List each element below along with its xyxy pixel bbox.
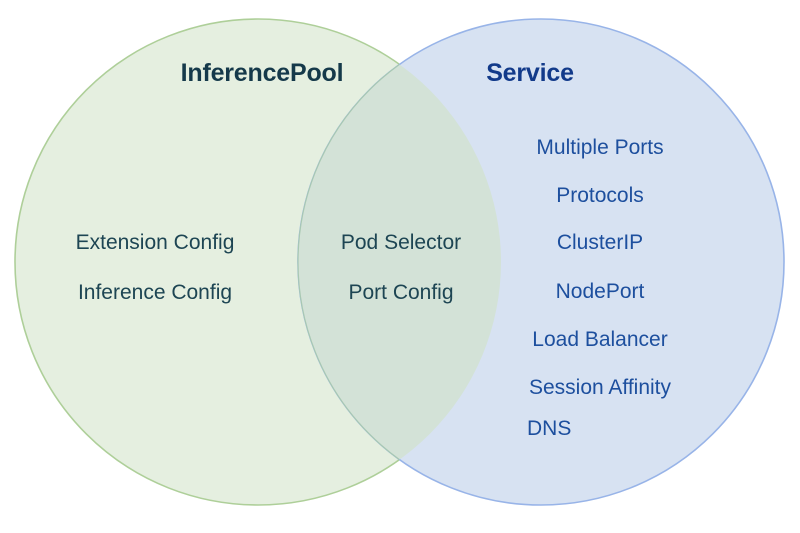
right-item-multiple-ports: Multiple Ports	[536, 136, 664, 159]
right-item-load-balancer: Load Balancer	[532, 328, 668, 351]
set-title-service: Service	[486, 59, 574, 87]
set-title-inferencepool: InferencePool	[180, 59, 344, 87]
intersection-item-pod-selector: Pod Selector	[340, 231, 462, 254]
right-item-session-affinity: Session Affinity	[528, 376, 672, 399]
right-item-clusterip: ClusterIP	[556, 231, 644, 254]
intersection-item-port-config: Port Config	[348, 281, 454, 304]
right-item-protocols: Protocols	[556, 184, 644, 207]
right-item-nodeport: NodePort	[555, 280, 645, 303]
left-item-extension-config: Extension Config	[75, 231, 235, 254]
right-item-dns: DNS	[527, 417, 572, 440]
circle-intersection	[297, 19, 501, 505]
left-item-inference-config: Inference Config	[77, 281, 233, 304]
